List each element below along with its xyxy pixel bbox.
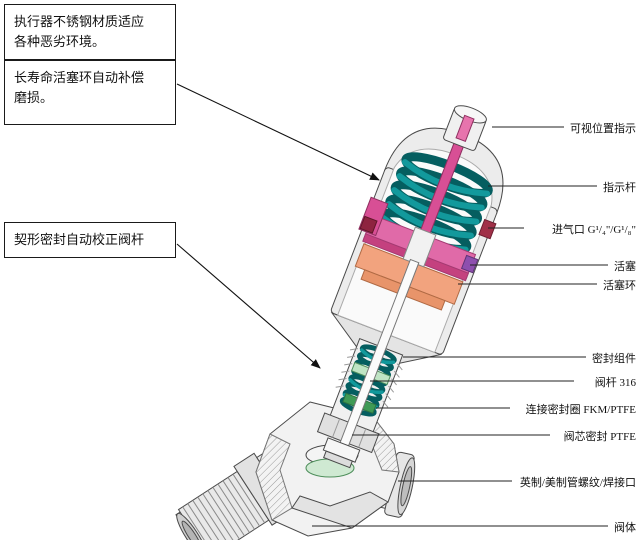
label-stem-316: 阀杆 316 xyxy=(594,377,636,389)
valve-body-group xyxy=(175,401,416,540)
callout-wedge-seal: 契形密封自动校正阀杆 xyxy=(4,222,176,259)
pipe-threads xyxy=(182,473,266,540)
label-piston: 活塞 xyxy=(614,261,636,273)
label-pipe-connection: 英制/美制管螺纹/焊接口 xyxy=(519,477,636,489)
label-plug-seal-ptfe: 阀芯密封 PTFE xyxy=(563,431,636,443)
callout-actuator-material: 执行器不锈钢材质适应 各种恶劣环境。 xyxy=(4,4,176,61)
plug-seal-ptfe xyxy=(323,450,353,469)
callout-arrows xyxy=(176,83,380,369)
label-indicator-rod: 指示杆 xyxy=(603,182,636,194)
air-inlet-port xyxy=(478,218,497,240)
label-air-inlet: 进气口 G¹/₄"/G¹/₈" xyxy=(551,224,636,236)
leader-lines xyxy=(312,126,608,527)
indicator-pin xyxy=(455,114,475,143)
bonnet-threads xyxy=(335,348,403,408)
label-piston-ring: 活塞环 xyxy=(603,280,636,292)
position-indicator-cap xyxy=(443,105,487,151)
callout-piston-ring-wear: 长寿命活塞环自动补偿 磨损。 xyxy=(4,60,176,126)
body-bottom-bore xyxy=(291,491,389,529)
piston xyxy=(358,196,479,282)
label-valve-body: 阀体 xyxy=(614,522,636,534)
label-seal-assembly: 密封组件 xyxy=(592,353,636,365)
label-connection-seal: 连接密封圈 FKM/PTFE xyxy=(525,404,636,416)
label-position-indicator: 可视位置指示 xyxy=(570,123,636,135)
actuator-assembly xyxy=(316,105,504,469)
